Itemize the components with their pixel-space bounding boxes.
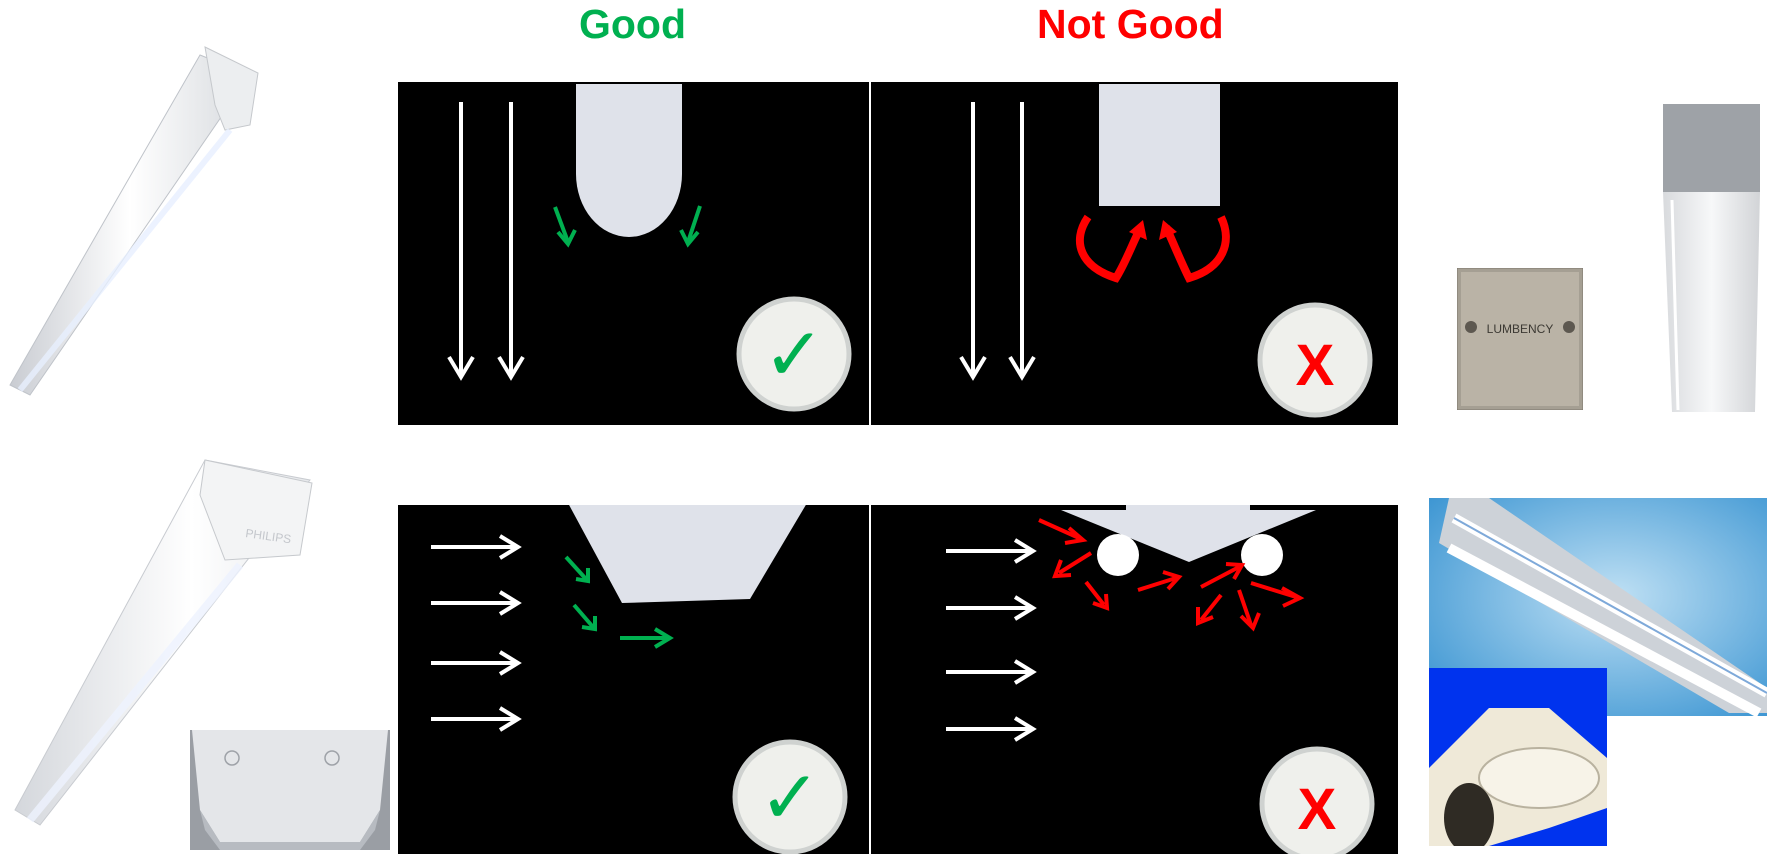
slim-linear-fixture-photo xyxy=(0,35,300,415)
lumbency-end-cap-photo: LUMBENCY xyxy=(1457,268,1583,410)
x-mark-badge xyxy=(1259,746,1375,854)
philips-logo: PHILIPS xyxy=(245,526,293,546)
twin-tube-reflector xyxy=(1061,510,1316,562)
check-mark-icon: ✓ xyxy=(759,755,821,841)
fixture-mount xyxy=(1126,505,1250,513)
not-good-heading: Not Good xyxy=(1037,1,1224,47)
turbulence-arrows xyxy=(1038,518,1305,632)
good-heading: Good xyxy=(579,1,687,47)
wraparound-fixture-photo: PHILIPS xyxy=(0,455,330,845)
green-flow-arrow xyxy=(572,603,595,629)
x-mark-icon: X xyxy=(1296,333,1335,398)
square-fixture-profile xyxy=(1099,84,1220,206)
good-trapezoid-profile-panel: ✓ xyxy=(398,505,869,854)
green-flow-arrow xyxy=(686,205,702,243)
round-fixture-profile xyxy=(576,84,682,237)
not-good-square-profile-panel: X xyxy=(871,82,1398,425)
turbulence-arrow xyxy=(1162,215,1230,283)
suspended-linear-fixture-photo xyxy=(1660,100,1767,415)
x-mark-badge xyxy=(1257,302,1373,418)
green-flow-arrow xyxy=(553,206,570,243)
lamp-tube xyxy=(1097,534,1139,576)
turbulence-arrow xyxy=(1075,214,1145,283)
check-mark-badge xyxy=(736,296,852,412)
trapezoid-fixture-profile xyxy=(569,505,806,603)
check-mark-icon: ✓ xyxy=(763,312,825,398)
lumbency-logo: LUMBENCY xyxy=(1487,322,1554,336)
twin-tube-end-closeup-photo xyxy=(1429,668,1607,846)
check-mark-badge xyxy=(732,739,848,854)
green-flow-arrow xyxy=(564,555,588,581)
lamp-tube xyxy=(1241,534,1283,576)
not-good-twin-tube-panel: X xyxy=(871,505,1398,854)
end-cap-photo xyxy=(190,730,390,850)
x-mark-icon: X xyxy=(1298,777,1337,842)
good-round-profile-panel: ✓ xyxy=(398,82,869,425)
